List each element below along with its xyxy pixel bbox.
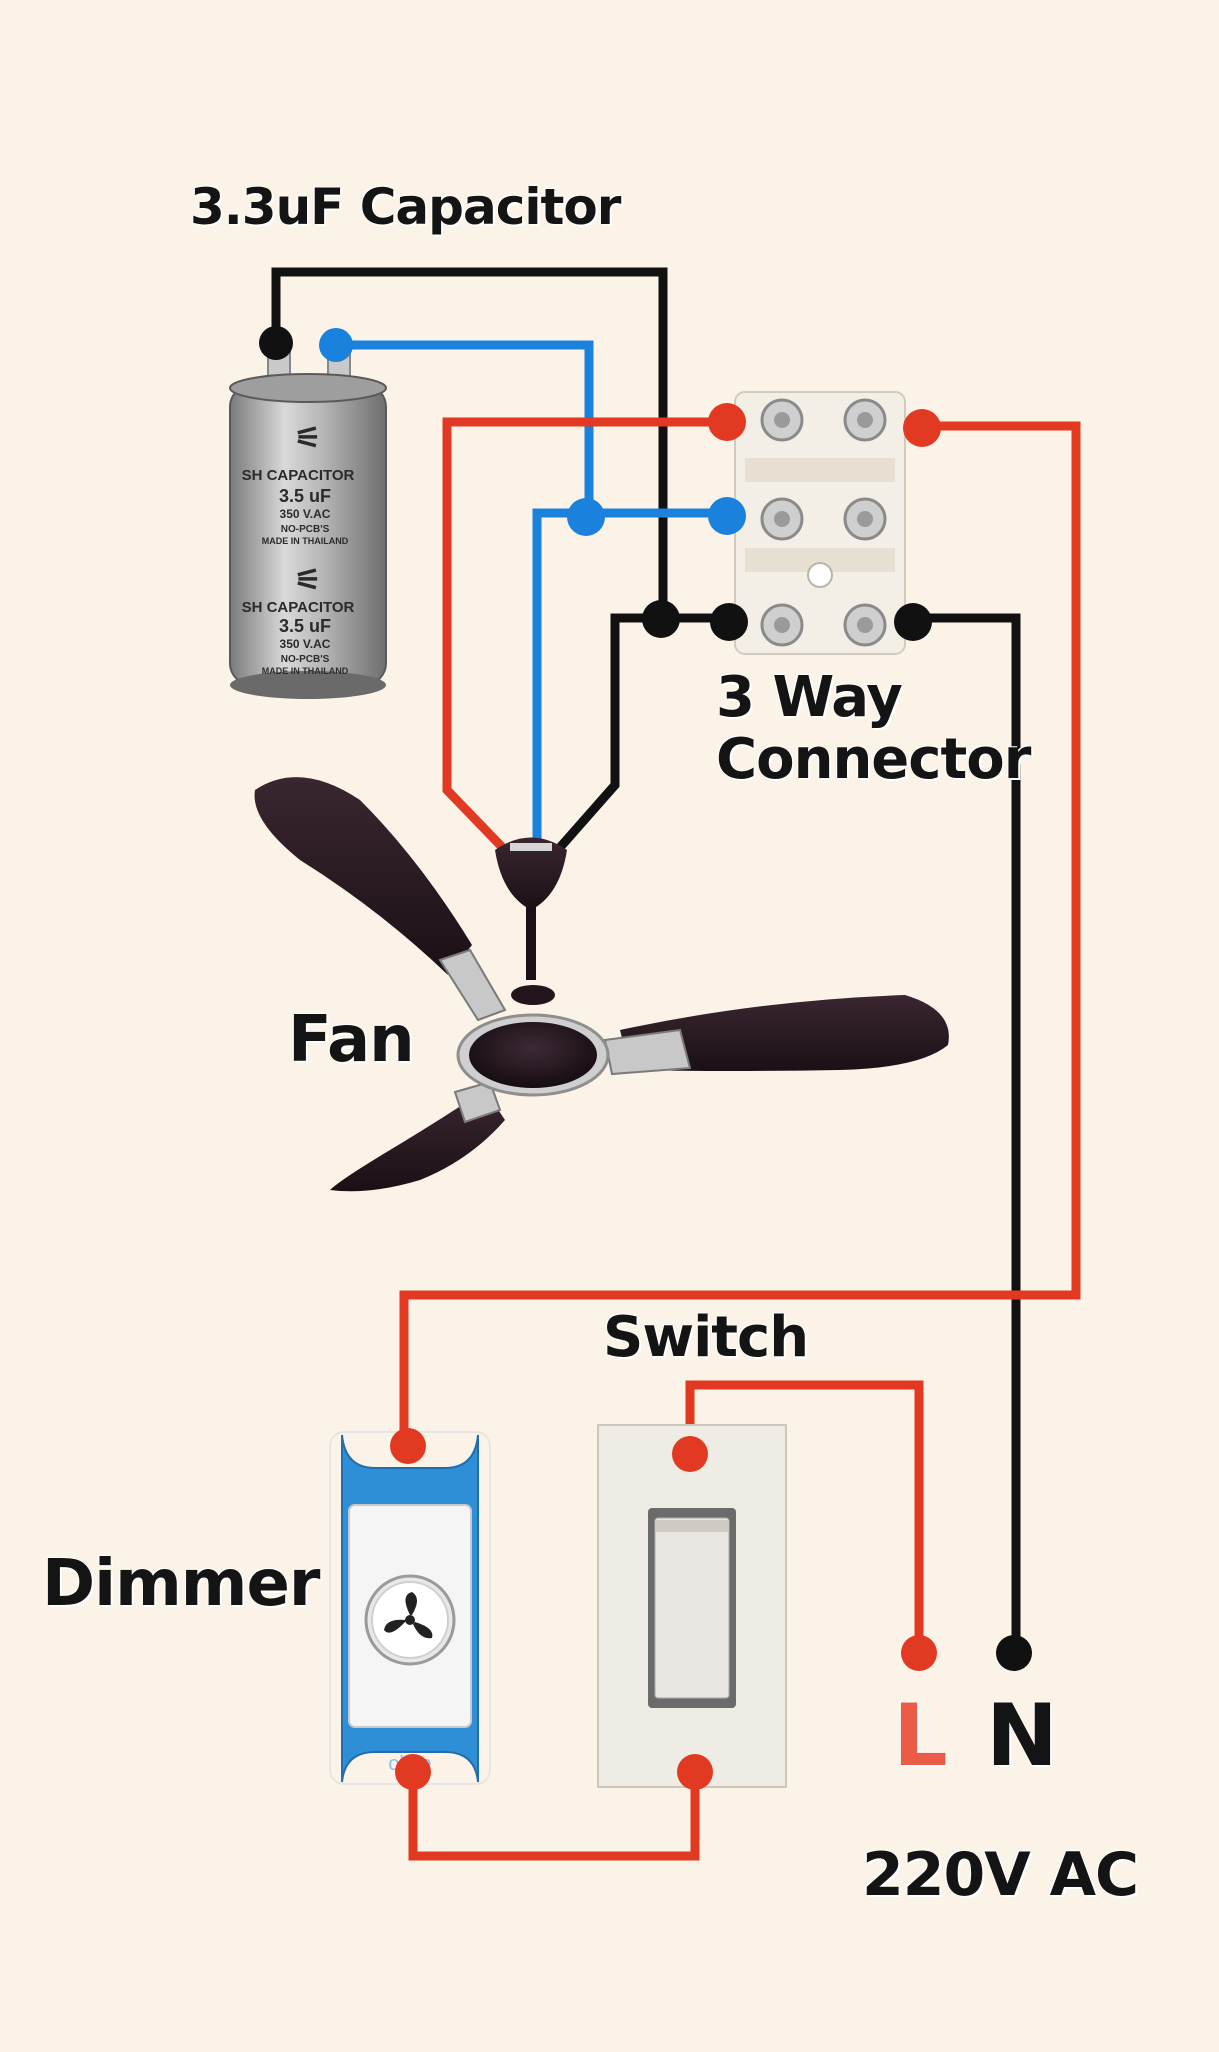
capacitor-terminal-blue <box>319 328 353 362</box>
dimmer-terminal-bottom <box>395 1754 431 1790</box>
three-way-connector <box>734 391 906 655</box>
connector-label: 3 Way Connector <box>716 665 1031 792</box>
black-wire-connector-to-fan <box>552 613 735 855</box>
capacitor: ⚟ SH CAPACITOR 3.5 uF 350 V.AC NO-PCB'S … <box>229 351 387 699</box>
blue-wire-capacitor <box>336 340 594 513</box>
supply-label: 220V AC <box>862 1840 1139 1910</box>
fan-speed-icon <box>384 1592 433 1639</box>
black-junction <box>642 600 680 638</box>
connector-terminal-red-left <box>708 403 746 441</box>
capacitor-origin-top: MADE IN THAILAND <box>262 536 349 546</box>
capacitor-rating-bottom: 3.5 uF <box>279 616 331 636</box>
red-wire-dimmer-to-switch <box>408 1775 700 1861</box>
capacitor-logo-bottom: ⚟ <box>295 564 322 597</box>
neutral-label: N <box>986 1686 1058 1786</box>
connector-label-line2: Connector <box>716 727 1031 792</box>
switch-toggle[interactable] <box>654 1517 730 1699</box>
capacitor-brand-bottom: SH CAPACITOR <box>242 599 355 616</box>
capacitor-note-top: NO-PCB'S <box>281 524 330 535</box>
connector-label-line1: 3 Way <box>716 665 903 730</box>
blue-junction <box>567 498 605 536</box>
live-terminal <box>901 1635 937 1671</box>
dimmer-switch: olete <box>329 1431 491 1785</box>
connector-terminal-black-right <box>894 603 932 641</box>
capacitor-terminal-black <box>259 326 293 360</box>
connector-terminal-blue <box>708 497 746 535</box>
capacitor-voltage-bottom: 350 V.AC <box>280 637 331 651</box>
black-wire-capacitor-to-fan <box>271 267 668 618</box>
capacitor-note-bottom: NO-PCB'S <box>281 654 330 665</box>
red-wire-connector-to-dimmer <box>399 421 1081 1445</box>
blue-wire-fan <box>532 508 727 852</box>
capacitor-brand-top: SH CAPACITOR <box>242 467 355 484</box>
switch-terminal-top <box>672 1436 708 1472</box>
capacitor-origin-bottom: MADE IN THAILAND <box>262 666 349 676</box>
neutral-wire <box>912 613 1021 1650</box>
neutral-terminal <box>996 1635 1032 1671</box>
switch-terminal-bottom <box>677 1754 713 1790</box>
dimmer-label: Dimmer <box>42 1547 320 1621</box>
capacitor-rating-top: 3.5 uF <box>279 486 331 506</box>
fan-label: Fan <box>288 1003 415 1077</box>
rocker-switch <box>597 1424 787 1788</box>
capacitor-logo-top: ⚟ <box>295 422 322 455</box>
live-label: L <box>893 1686 948 1786</box>
dimmer-terminal-top <box>390 1428 426 1464</box>
connector-terminal-black-left <box>710 603 748 641</box>
connector-terminal-red-right <box>903 409 941 447</box>
capacitor-label: 3.3uF Capacitor <box>190 178 621 236</box>
switch-label: Switch <box>603 1305 809 1370</box>
capacitor-voltage-top: 350 V.AC <box>280 507 331 521</box>
dimmer-knob[interactable] <box>364 1574 456 1666</box>
red-wire-fan-to-connector <box>442 417 727 851</box>
ceiling-fan <box>254 777 949 1192</box>
red-wire-switch-to-live <box>685 1380 924 1650</box>
terminals <box>259 326 1032 1790</box>
